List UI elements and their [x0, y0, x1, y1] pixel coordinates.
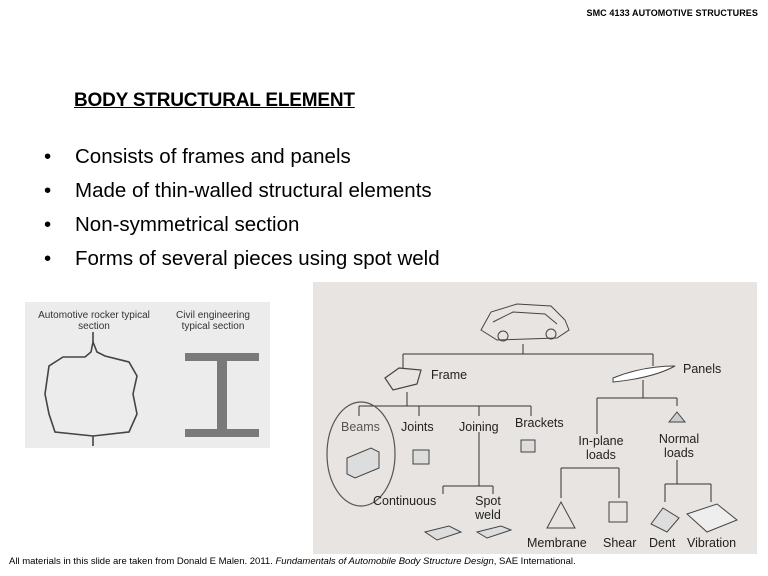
- continuous-label: Continuous: [373, 494, 437, 508]
- joining-label: Joining: [459, 420, 499, 434]
- section-comparison-figure: Automotive rocker typical section Civil …: [25, 302, 270, 448]
- civil-section-label: Civil engineering typical section: [176, 310, 250, 332]
- shear-icon: [608, 501, 628, 523]
- membrane-icon: [546, 500, 576, 529]
- spot-weld-icon: [475, 525, 513, 539]
- hierarchy-lines: [326, 303, 738, 541]
- panels-label: Panels: [683, 362, 722, 376]
- bullet-list: • Consists of frames and panels • Made of …: [44, 142, 440, 278]
- citation-prefix: All materials in this slide are taken fr…: [9, 556, 276, 567]
- vibration-icon: [686, 503, 738, 533]
- vibration-label: Vibration: [687, 536, 737, 550]
- beams-label: Beams: [341, 420, 380, 434]
- normal-load-icon: [667, 411, 687, 423]
- car-body-icon: [480, 303, 570, 342]
- frame-icon: [384, 367, 422, 391]
- rocker-section-label: Automotive rocker typical section: [38, 310, 150, 332]
- bullet-text: Non-symmetrical section: [75, 213, 300, 236]
- bullet-item: • Forms of several pieces using spot weld: [44, 244, 440, 278]
- bullet-dot-icon: •: [44, 247, 52, 270]
- bracket-icon: [520, 439, 536, 453]
- citation-suffix: , SAE International.: [493, 556, 576, 567]
- course-header: SMC 4133 AUTOMOTIVE STRUCTURES: [586, 8, 758, 18]
- bullet-text: Forms of several pieces using spot weld: [75, 247, 440, 270]
- panel-icon: [612, 365, 676, 383]
- bullet-text: Made of thin-walled structural elements: [75, 179, 432, 202]
- citation-book-title: Fundamentals of Automobile Body Structur…: [275, 556, 494, 567]
- bullet-dot-icon: •: [44, 179, 52, 202]
- in-plane-loads-label: In-plane loads: [578, 434, 624, 462]
- i-beam-shape: [185, 353, 259, 437]
- dent-label: Dent: [649, 536, 676, 550]
- shear-label: Shear: [603, 536, 637, 550]
- bullet-item: • Made of thin-walled structural elements: [44, 176, 440, 210]
- source-citation: All materials in this slide are taken fr…: [9, 556, 576, 567]
- body-structure-hierarchy-figure: Frame Panels Beams Joints Joining Bracke…: [313, 282, 757, 554]
- bullet-dot-icon: •: [44, 213, 52, 236]
- beams-highlight-circle: [326, 401, 396, 507]
- section-drawings: [44, 332, 259, 446]
- spot-weld-label: Spot weld: [475, 494, 501, 522]
- bullet-text: Consists of frames and panels: [75, 145, 351, 168]
- bullet-item: • Consists of frames and panels: [44, 142, 440, 176]
- joints-label: Joints: [401, 420, 434, 434]
- joint-icon: [412, 449, 430, 465]
- bullet-dot-icon: •: [44, 145, 52, 168]
- membrane-label: Membrane: [527, 536, 587, 550]
- dent-icon: [650, 507, 680, 533]
- beam-icon: [346, 447, 380, 479]
- continuous-joint-icon: [423, 525, 463, 541]
- normal-loads-label: Normal loads: [658, 432, 700, 460]
- bullet-item: • Non-symmetrical section: [44, 210, 440, 244]
- frame-label: Frame: [431, 368, 468, 382]
- brackets-label: Brackets: [515, 416, 564, 430]
- rocker-section-shape: [44, 339, 138, 437]
- slide-title: BODY STRUCTURAL ELEMENT: [74, 90, 355, 111]
